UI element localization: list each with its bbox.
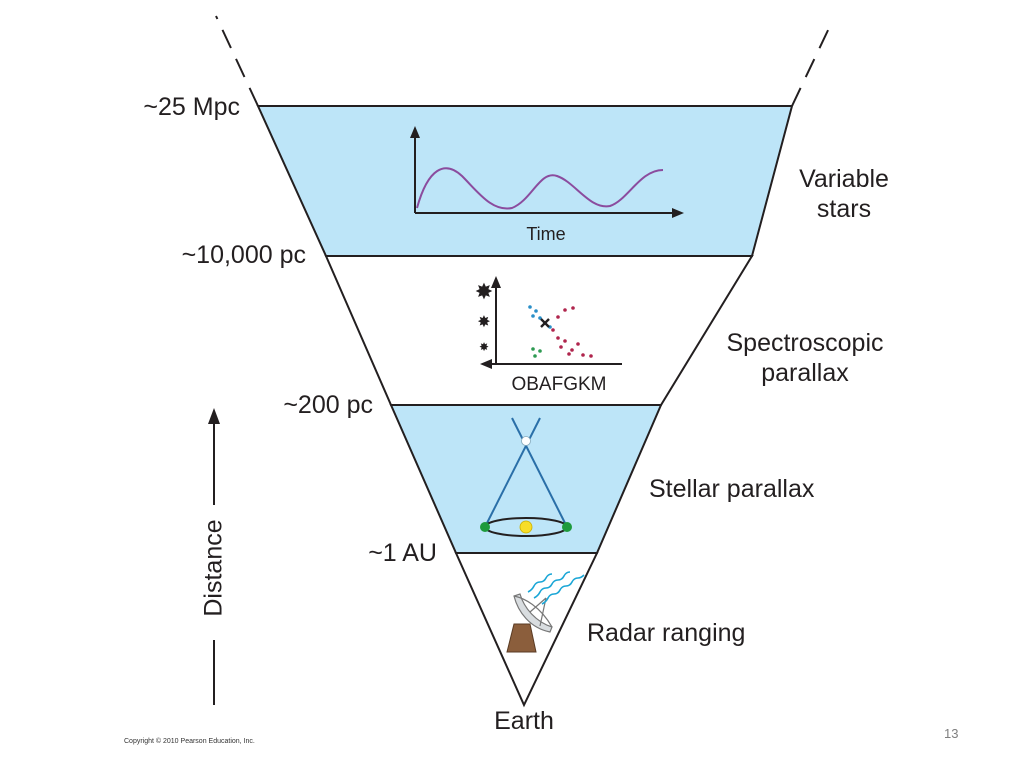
- copyright-notice: Copyright © 2010 Pearson Education, Inc.: [124, 738, 255, 745]
- stellar-parallax-inset: [480, 417, 572, 537]
- target-star-dot: [521, 436, 531, 446]
- earth-label: Earth: [494, 707, 554, 735]
- variable-stars-label: Variable stars: [788, 164, 900, 224]
- time-axis-label: Time: [526, 224, 565, 244]
- distance-marker-10000-pc: ~10,000 pc: [181, 241, 306, 269]
- light-curve: [416, 167, 664, 210]
- earth-left-icon: [480, 522, 490, 532]
- earth-right-icon: [562, 522, 572, 532]
- spectroscopic-parallax-text: Spectroscopic parallax: [726, 329, 884, 387]
- sun-icon: [519, 520, 533, 534]
- distance-arrow-head: [208, 408, 220, 424]
- medium-star-icon: ✸: [477, 314, 490, 331]
- hr-diagram-inset: ✸ ✸ ✸ OBAFGKM: [475, 276, 622, 395]
- right-dashed-extension: [791, 25, 831, 107]
- variable-stars-band: [256, 105, 794, 257]
- spectral-classes-label: OBAFGKM: [511, 374, 606, 395]
- distance-axis-label: Distance: [199, 519, 228, 617]
- light-curve-inset: Time: [410, 126, 684, 244]
- stellar-parallax-label: Stellar parallax: [649, 475, 815, 503]
- faint-star-icon: ✸: [479, 340, 489, 354]
- green-dots: [531, 347, 542, 358]
- distance-marker-1-au: ~1 AU: [368, 539, 437, 567]
- spectroscopic-parallax-label: Spectroscopic parallax: [700, 328, 910, 388]
- distance-marker-25-mpc: ~25 Mpc: [143, 93, 240, 121]
- distance-marker-200-pc: ~200 pc: [283, 391, 373, 419]
- left-dashed-extension: [215, 15, 259, 107]
- variable-stars-text: Variable stars: [799, 165, 889, 223]
- red-dots: [551, 306, 593, 358]
- bright-star-icon: ✸: [475, 279, 493, 304]
- target-star-marker: [540, 318, 550, 328]
- slide-number: 13: [944, 726, 959, 741]
- radar-ranging-label: Radar ranging: [587, 619, 746, 647]
- radar-waves: [527, 571, 585, 605]
